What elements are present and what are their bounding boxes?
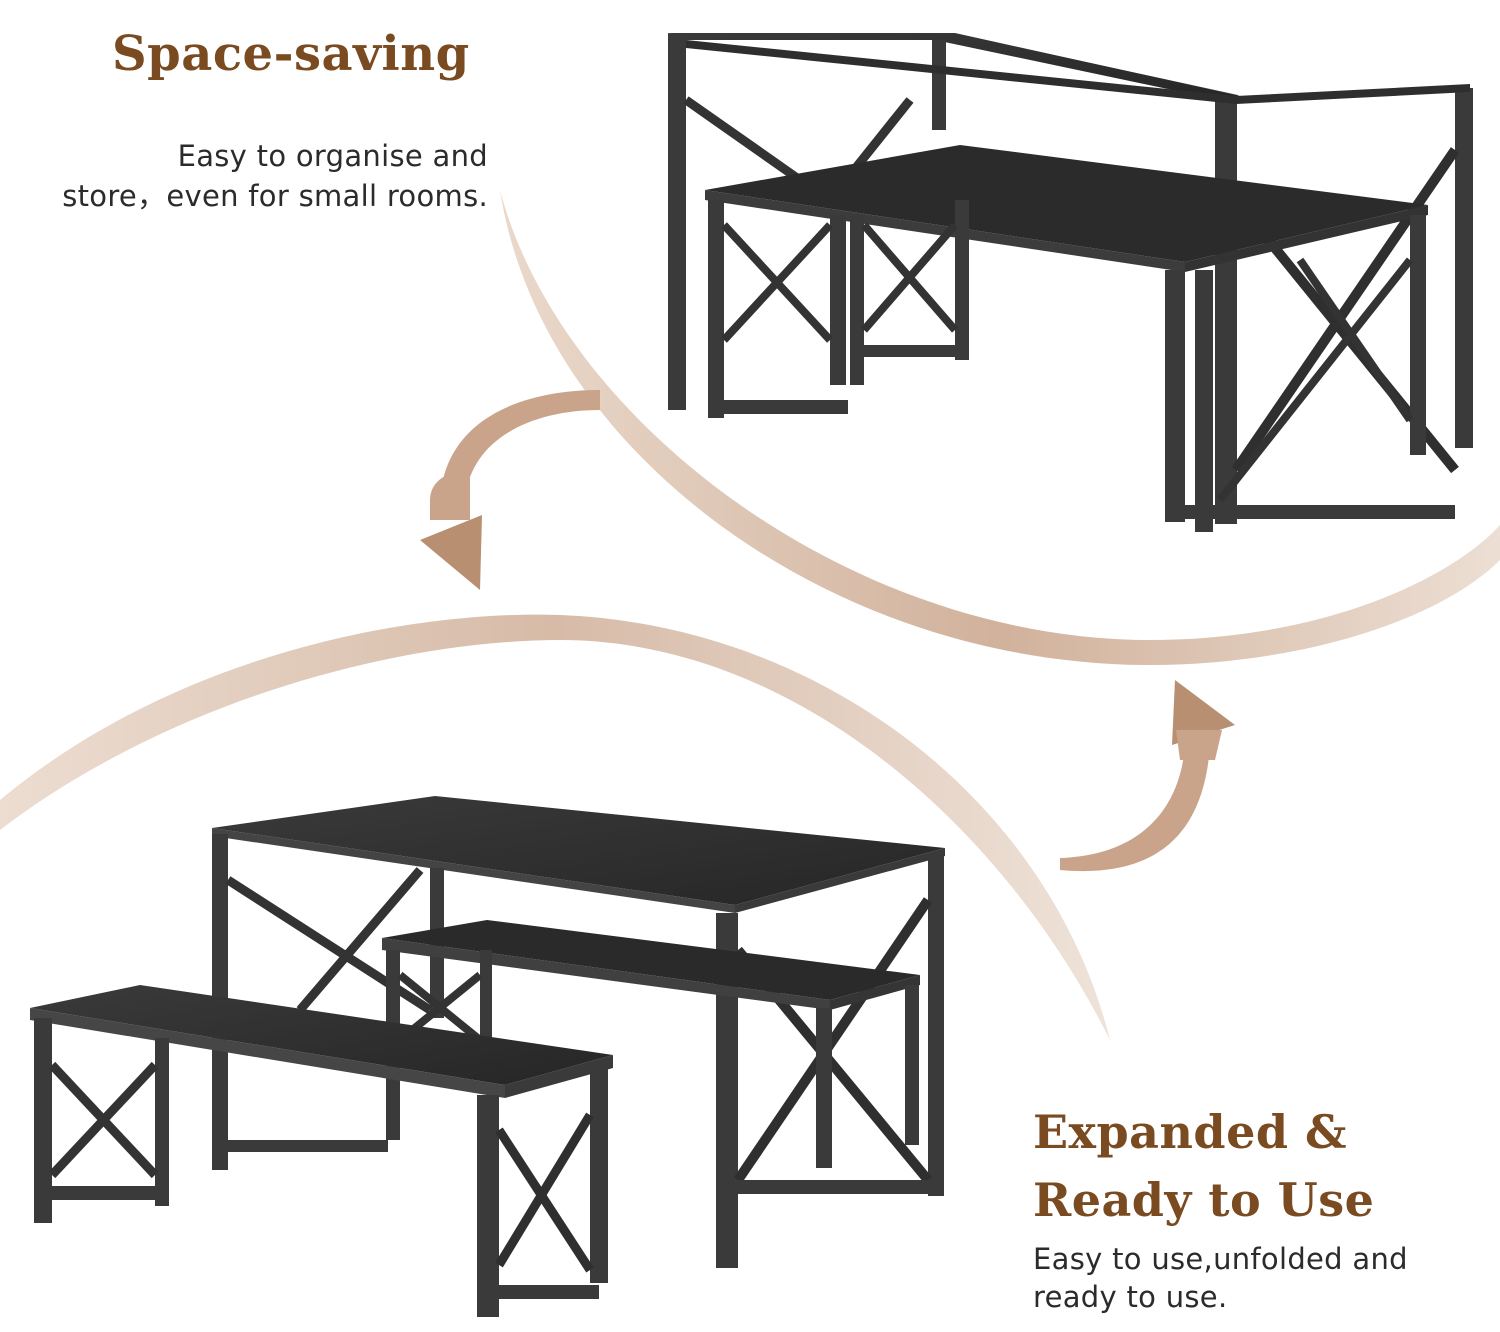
space-saving-description: Easy to organise and store，even for smal… (18, 136, 488, 216)
title-line: Expanded & (1033, 1105, 1348, 1159)
curved-arrow-up-icon (1060, 680, 1235, 872)
decorative-arc-top (500, 190, 1500, 665)
description-line: store，even for small rooms. (62, 179, 488, 213)
furniture-stored (668, 33, 1473, 532)
expanded-title: Expanded & Ready to Use (1033, 1098, 1374, 1234)
description-line: Easy to use,unfolded and (1033, 1242, 1408, 1276)
description-line: ready to use. (1033, 1280, 1228, 1314)
curved-arrow-down-icon (420, 390, 600, 590)
decorative-arc-bottom (0, 614, 1110, 1040)
expanded-description: Easy to use,unfolded and ready to use. (1033, 1240, 1473, 1316)
description-line: Easy to organise and (177, 139, 488, 173)
furniture-expanded (30, 796, 945, 1317)
space-saving-title: Space-saving (112, 26, 470, 82)
title-line: Ready to Use (1033, 1173, 1375, 1227)
